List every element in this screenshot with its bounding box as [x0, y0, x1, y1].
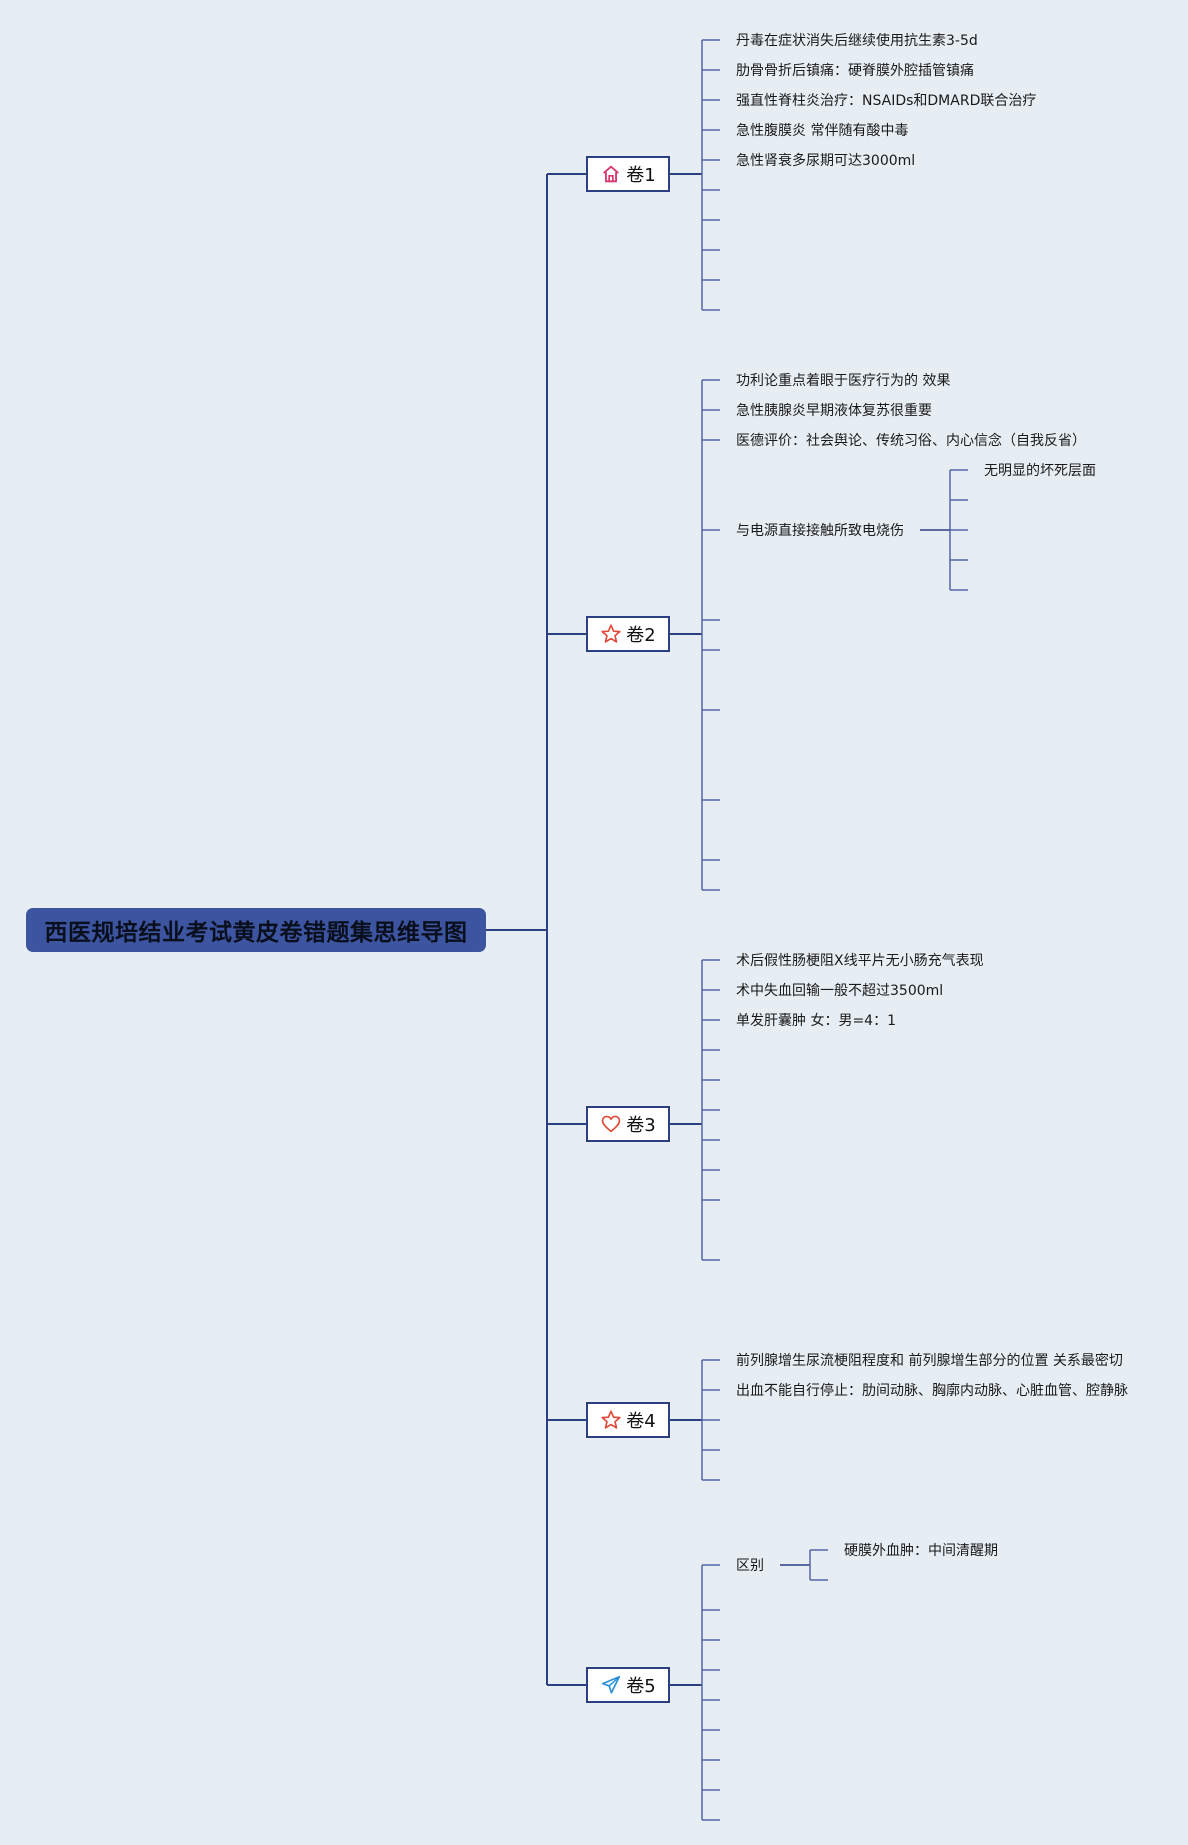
- volume-node-4[interactable]: 卷4: [586, 1402, 670, 1438]
- leaf-item[interactable]: 单发肝囊肿 女：男=4：1: [736, 1013, 896, 1029]
- home-icon: [600, 163, 622, 185]
- root-topic[interactable]: 西医规培结业考试黄皮卷错题集思维导图: [26, 908, 486, 952]
- leaf-item[interactable]: 肋骨骨折后镇痛：硬脊膜外腔插管镇痛: [736, 63, 974, 79]
- leaf-item[interactable]: 丹毒在症状消失后继续使用抗生素3-5d: [736, 33, 978, 49]
- leaf-item[interactable]: 急性腹膜炎 常伴随有酸中毒: [736, 123, 909, 139]
- leaf-item[interactable]: 术后假性肠梗阻X线平片无小肠充气表现: [736, 953, 984, 969]
- volume-label: 卷4: [626, 1411, 656, 1432]
- star-icon: [600, 1409, 622, 1431]
- leaf-item[interactable]: 区别: [736, 1558, 764, 1574]
- leaf-item[interactable]: 强直性脊柱炎治疗：NSAIDs和DMARD联合治疗: [736, 93, 1037, 109]
- leaf-item[interactable]: 术中失血回输一般不超过3500ml: [736, 983, 944, 999]
- heart-icon: [600, 1113, 622, 1135]
- volume-label: 卷5: [626, 1676, 656, 1697]
- volume-node-2[interactable]: 卷2: [586, 616, 670, 652]
- leaf-item[interactable]: 医德评价：社会舆论、传统习俗、内心信念（自我反省）: [736, 433, 1086, 449]
- sub-leaf-item[interactable]: 硬膜外血肿：中间清醒期: [844, 1543, 998, 1559]
- leaf-item[interactable]: 前列腺增生尿流梗阻程度和 前列腺增生部分的位置 关系最密切: [736, 1353, 1123, 1369]
- leaf-item[interactable]: 出血不能自行停止：肋间动脉、胸廓内动脉、心脏血管、腔静脉: [736, 1383, 1128, 1399]
- leaf-item[interactable]: 与电源直接接触所致电烧伤: [736, 523, 904, 539]
- leaf-item[interactable]: 急性肾衰多尿期可达3000ml: [736, 153, 916, 169]
- volume-node-1[interactable]: 卷1: [586, 156, 670, 192]
- volume-label: 卷3: [626, 1115, 656, 1136]
- volume-node-5[interactable]: 卷5: [586, 1667, 670, 1703]
- paper-plane-icon: [600, 1674, 622, 1696]
- sub-leaf-item[interactable]: 无明显的坏死层面: [984, 463, 1096, 479]
- volume-label: 卷1: [626, 165, 656, 186]
- volume-node-3[interactable]: 卷3: [586, 1106, 670, 1142]
- star-icon: [600, 623, 622, 645]
- root-title: 西医规培结业考试黄皮卷错题集思维导图: [44, 920, 468, 946]
- volume-label: 卷2: [626, 625, 656, 646]
- leaf-item[interactable]: 功利论重点着眼于医疗行为的 效果: [736, 373, 951, 389]
- leaf-item[interactable]: 急性胰腺炎早期液体复苏很重要: [736, 403, 932, 419]
